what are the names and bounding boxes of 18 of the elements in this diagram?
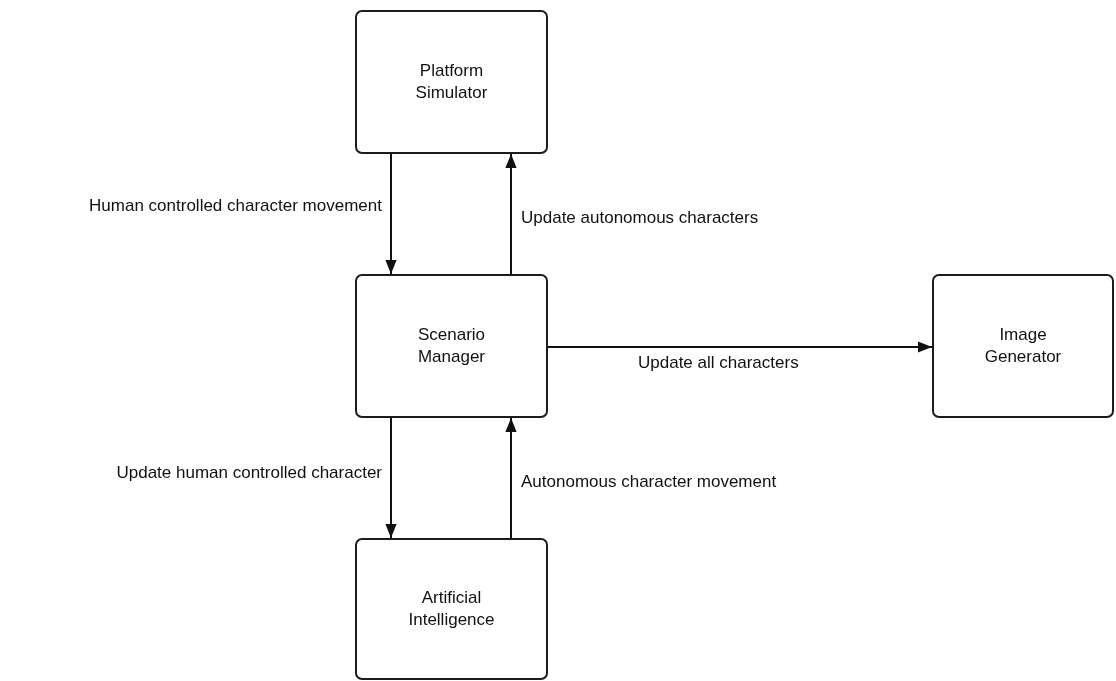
edge-label: Human controlled character movement [89, 195, 382, 217]
arrow [547, 341, 933, 353]
process-box [355, 274, 548, 418]
arrow [505, 417, 517, 539]
edge-label: Update all characters [638, 352, 799, 374]
edge-label: Update autonomous characters [521, 207, 759, 229]
arrow [505, 153, 517, 275]
arrow [385, 417, 397, 539]
process-box [932, 274, 1114, 418]
process-box [355, 10, 548, 154]
box-label: Image Generator [983, 324, 1063, 368]
process-box [355, 538, 548, 680]
box-label: Artificial Intelligence [407, 587, 496, 631]
box-label: Platform Simulator [414, 60, 489, 104]
arrow [385, 153, 397, 275]
edge-label: Autonomous character movement [521, 471, 777, 493]
box-label: Scenario Manager [416, 324, 487, 368]
edge-label: Update human controlled character [116, 462, 382, 484]
